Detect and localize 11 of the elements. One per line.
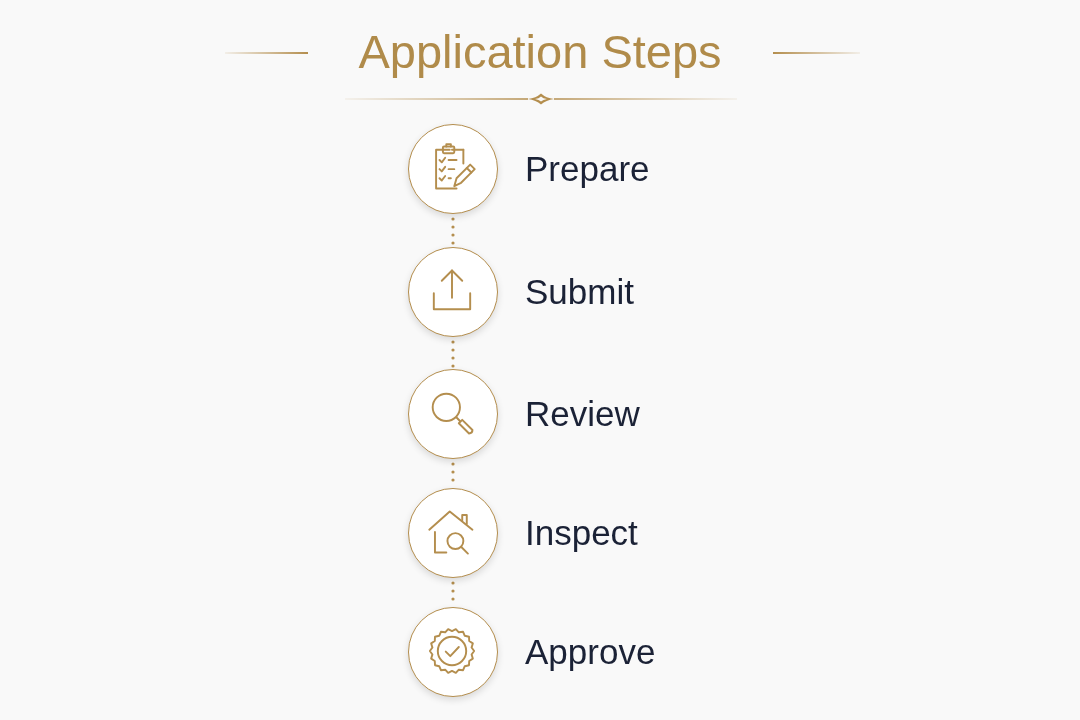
step-circle [408,247,498,337]
step-label: Approve [525,632,656,672]
step-label: Submit [525,272,634,312]
step-circle [408,607,498,697]
step-circle [408,369,498,459]
step-circle [408,124,498,214]
step-label: Inspect [525,513,638,553]
step-label: Review [525,394,640,434]
step-label: Prepare [525,149,650,189]
step-circle [408,488,498,578]
title: Application Steps [358,24,722,80]
